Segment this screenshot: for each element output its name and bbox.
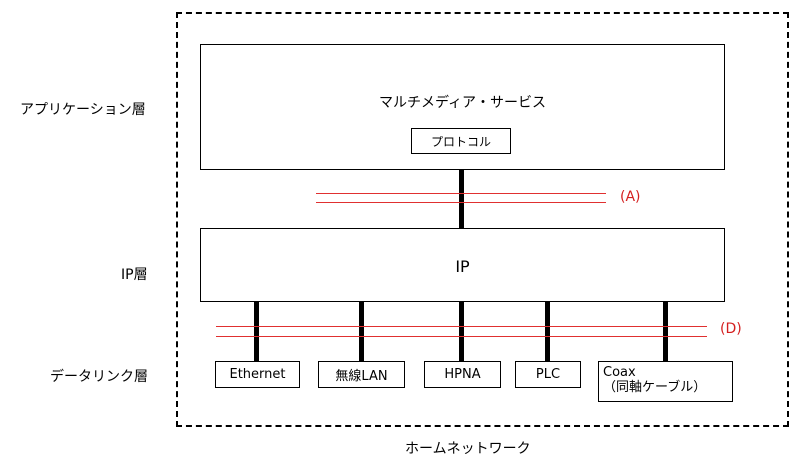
connector-wireless-lan [359, 302, 364, 361]
red-line-a-bottom [316, 202, 606, 203]
ethernet-box: Ethernet [215, 361, 300, 388]
coax-box: Coax （同軸ケーブル） [598, 361, 733, 402]
red-line-a-top [316, 193, 606, 194]
plc-box: PLC [515, 361, 581, 388]
label-d: (D) [720, 321, 742, 337]
hpna-box: HPNA [424, 361, 501, 388]
protocol-label: プロトコル [430, 134, 491, 149]
home-network-caption: ホームネットワーク [405, 441, 531, 457]
coax-sublabel: （同軸ケーブル） [603, 380, 707, 395]
ethernet-label: Ethernet [229, 367, 286, 382]
hpna-label: HPNA [444, 367, 481, 382]
home-network-frame [176, 12, 789, 427]
app-ip-connector [459, 170, 464, 228]
application-layer-label: アプリケーション層 [20, 102, 146, 118]
label-a: (A) [620, 189, 641, 205]
protocol-box: プロトコル [411, 128, 511, 154]
connector-plc [545, 302, 550, 361]
connector-hpna [459, 302, 464, 361]
connector-ethernet [254, 302, 259, 361]
red-line-d-top [216, 326, 707, 327]
ip-box: IP [200, 228, 725, 302]
wireless-lan-label: 無線LAN [335, 369, 388, 384]
connector-coax [663, 302, 668, 361]
datalink-layer-label: データリンク層 [50, 369, 148, 385]
multimedia-service-title: マルチメディア・サービス [378, 95, 547, 111]
red-line-d-bottom [216, 336, 707, 337]
plc-label: PLC [535, 367, 561, 382]
wireless-lan-box: 無線LAN [318, 361, 405, 388]
coax-label: Coax [603, 365, 636, 380]
ip-box-title: IP [455, 257, 470, 276]
ip-layer-label: IP層 [121, 267, 148, 283]
